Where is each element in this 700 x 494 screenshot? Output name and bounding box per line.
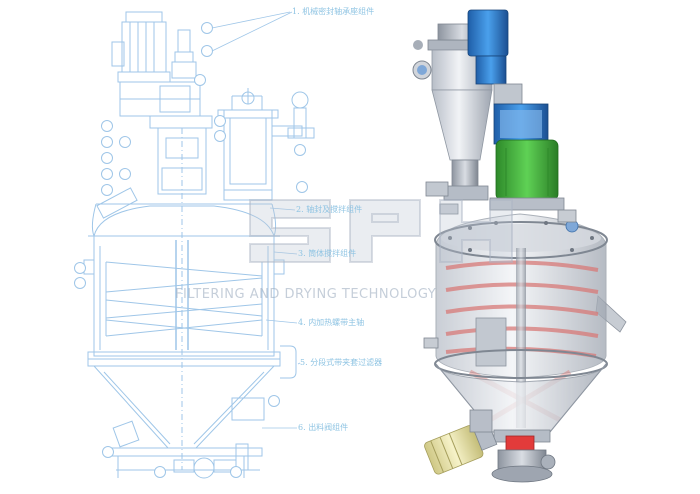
vessel-3d-render-icon [412, 9, 627, 483]
callout-4: 4. 内加热螺带主轴 [298, 318, 365, 327]
item-balloons [74, 22, 308, 478]
vessel-line-drawing-icon [83, 11, 315, 479]
callout-2: 2. 轴封及搅拌组件 [296, 205, 363, 214]
gearbox-icon [495, 139, 559, 201]
sight-glass-icon [475, 317, 507, 367]
callout-6: 6. 出料阀组件 [298, 423, 349, 432]
motor-icon [467, 9, 523, 105]
callout-3: 3. 筒体搅拌组件 [298, 249, 357, 258]
valve-icon [505, 435, 535, 451]
watermark-tagline: FILTERING AND DRYING TECHNOLOGY [175, 287, 437, 302]
callout-5: 5. 分段式带夹套过滤器 [300, 358, 383, 367]
callout-leaders [211, 11, 301, 429]
watermark-logo [249, 199, 513, 263]
callout-1: 1. 机械密封轴承座组件 [292, 7, 375, 16]
